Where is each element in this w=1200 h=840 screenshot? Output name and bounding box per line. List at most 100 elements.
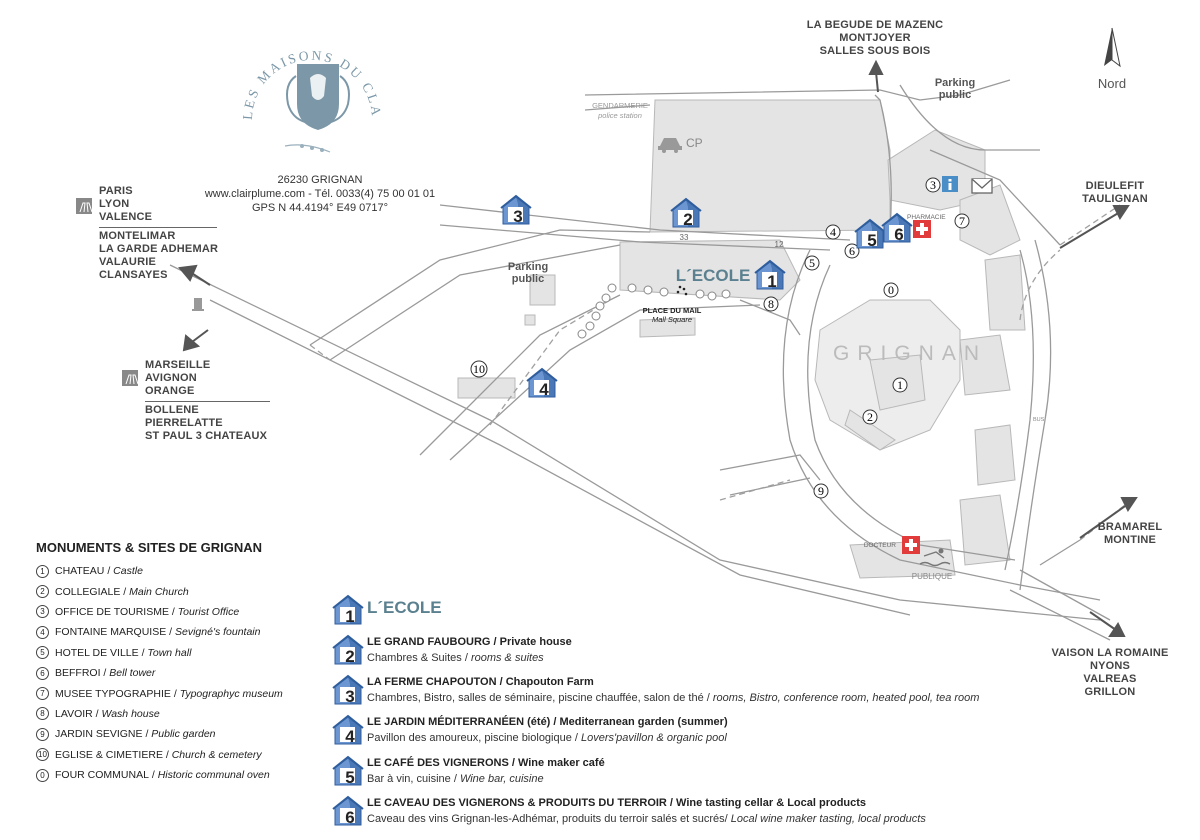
svg-text:5: 5 — [345, 768, 354, 787]
house-marker-5: 5 — [854, 219, 886, 250]
monument-number: 4 — [36, 625, 49, 639]
compass-label: Nord — [1098, 76, 1126, 91]
svg-text:3: 3 — [345, 687, 354, 706]
accommodation-desc: Pavillon des amoureux, piscine biologiqu… — [367, 732, 727, 744]
house-icon: 3 — [332, 675, 364, 706]
house-marker-3: 3 — [500, 195, 532, 226]
accommodation-desc: Chambres & Suites / rooms & suites — [367, 652, 544, 664]
svg-text:3: 3 — [930, 178, 936, 192]
monument-number: 3 — [36, 605, 49, 619]
street-number-12: 12 — [775, 240, 784, 249]
motorway-icon — [122, 370, 139, 386]
monument-marker-2: 2 — [862, 409, 878, 425]
house-icon: 6 — [332, 796, 364, 827]
accommodation-markers[interactable]: 1 2 3 4 5 6 — [500, 195, 913, 399]
house-icon: 1 — [332, 595, 364, 626]
place-du-mail-label: PLACE DU MAIL — [643, 306, 702, 315]
ecole-map-label: L´ECOLE — [676, 266, 751, 285]
monument-name-fr: BEFFROI — [55, 667, 101, 680]
roads — [169, 79, 1111, 641]
svg-text:1: 1 — [897, 378, 903, 392]
svg-text:0: 0 — [888, 283, 894, 297]
svg-text:5: 5 — [809, 256, 815, 270]
monument-name-en: Public garden — [151, 728, 216, 741]
house-marker-1: 1 — [754, 260, 786, 291]
parking-north-line2: public — [939, 89, 971, 101]
police-label: police station — [597, 111, 642, 120]
dashed-paths — [309, 204, 1126, 541]
monument-name-fr: LAVOIR — [55, 707, 93, 720]
accommodation-desc: Chambres, Bistro, salles de séminaire, p… — [367, 692, 980, 704]
monuments-title: MONUMENTS & SITES DE GRIGNAN — [36, 540, 263, 555]
house-marker-4: 4 — [526, 368, 558, 399]
building-blocks — [457, 99, 1026, 579]
monument-name-fr: EGLISE & CIMETIERE — [55, 748, 163, 761]
monument-marker-10: 10 — [470, 360, 488, 378]
piscine-label: PUBLIQUE — [912, 572, 952, 581]
fountain-icon — [676, 285, 688, 296]
monument-number: 6 — [36, 666, 49, 680]
monument-number: 7 — [36, 687, 49, 701]
monument-marker-5: 5 — [804, 255, 820, 271]
svg-text:6: 6 — [345, 808, 354, 827]
monument-name-en: Church & cemetery — [171, 748, 262, 761]
contact-block: 26230 GRIGNAN www.clairplume.com - Tél. … — [170, 173, 470, 215]
svg-text:2: 2 — [867, 410, 873, 424]
svg-text:6: 6 — [894, 225, 903, 244]
monument-name-en: Main Church — [129, 585, 189, 598]
monument-marker-3: 3 — [925, 177, 941, 193]
brand-logo: LES MAISONS DU CLAIR DE LA PLUME — [0, 0, 382, 153]
svg-text:2: 2 — [345, 647, 354, 666]
accommodation-title: LE GRAND FAUBOURG / Private house — [367, 636, 572, 648]
gps-coordinates: GPS N 44.4194° E49 0717° — [251, 202, 388, 214]
svg-text:6: 6 — [849, 244, 855, 258]
svg-text:5: 5 — [867, 231, 876, 250]
street-number-33: 33 — [680, 233, 689, 242]
house-marker-6: 6 — [881, 213, 913, 244]
trees — [577, 283, 731, 339]
town-label: GRIGNAN — [833, 342, 987, 365]
info-icon — [942, 176, 958, 192]
svg-text:4: 4 — [830, 225, 836, 239]
web-phone: www.clairplume.com - Tél. 0033(4) 75 00 … — [204, 188, 436, 200]
monument-number: 9 — [36, 727, 49, 741]
monument-marker-0: 0 — [883, 282, 899, 298]
motorway-icon — [76, 198, 93, 214]
accommodation-desc: Caveau des vins Grignan-les-Adhémar, pro… — [367, 813, 926, 825]
parking-west-line1: Parking — [508, 261, 548, 273]
doctor-cross-icon — [902, 536, 920, 554]
monument-name-fr: COLLEGIALE — [55, 585, 121, 598]
monument-name-fr: JARDIN SEVIGNE — [55, 728, 143, 741]
cp-label: CP — [686, 136, 703, 150]
docteur-label: DOCTEUR — [864, 542, 896, 549]
parking-west-line2: public — [512, 273, 544, 285]
parking-north-line1: Parking — [935, 77, 975, 89]
monument-name-en: Bell tower — [109, 667, 156, 680]
svg-text:8: 8 — [768, 297, 774, 311]
pharmacie-label: PHARMACIE — [907, 214, 946, 221]
accommodation-title: LE JARDIN MÉDITERRANÉEN (été) / Mediterr… — [367, 716, 728, 728]
monument-marker-7: 7 — [954, 213, 970, 229]
monument-name-en: Tourist Office — [177, 605, 240, 618]
house-marker-2: 2 — [670, 198, 702, 229]
car-icon — [658, 138, 682, 153]
house-icon: 4 — [332, 715, 364, 746]
monument-name-fr: FOUR COMMUNAL — [55, 769, 149, 782]
svg-text:9: 9 — [818, 484, 824, 498]
svg-text:1: 1 — [345, 607, 354, 626]
mail-icon — [971, 178, 993, 194]
monument-name-en: Wash house — [101, 707, 160, 720]
